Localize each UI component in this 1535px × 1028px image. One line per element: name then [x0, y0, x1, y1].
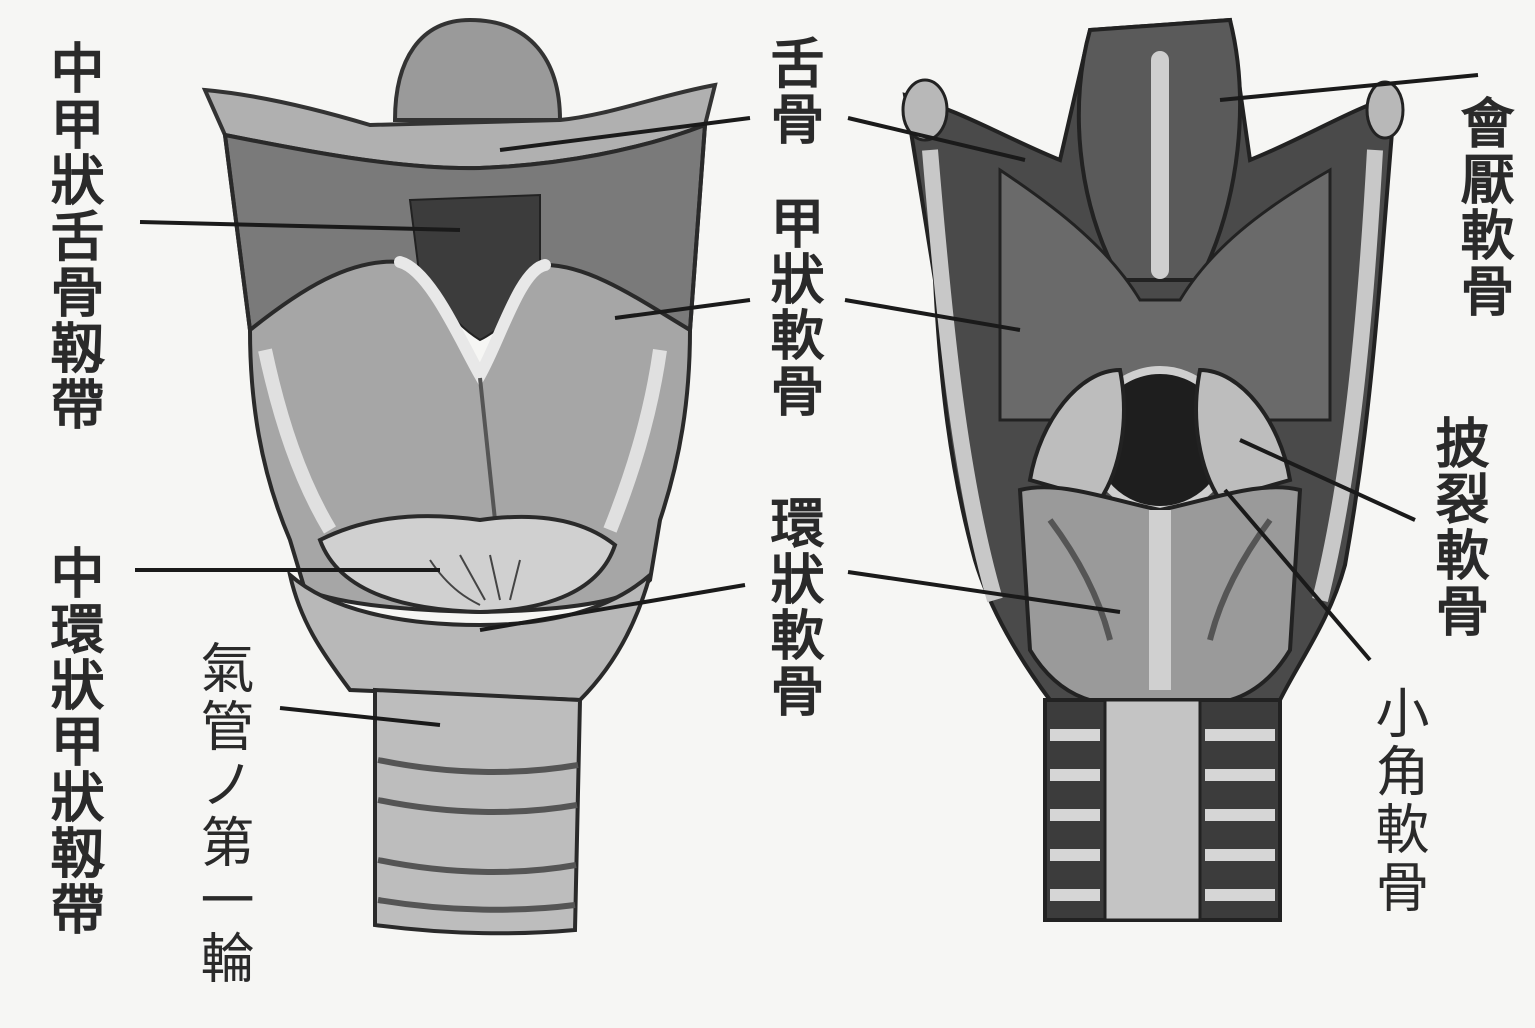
label-epiglottic-cartilage: 會厭軟骨: [1455, 95, 1509, 319]
label-cricoid-cartilage: 環狀軟骨: [765, 495, 819, 719]
label-slot-5: 甲狀軟骨: [765, 195, 845, 455]
posterior-larynx-view: [903, 20, 1403, 920]
label-first-tracheal-ring: 氣管ノ第一輪: [195, 640, 249, 988]
epiglottis-tip-front: [395, 20, 560, 120]
label-slot-4: 舌骨: [765, 35, 845, 175]
leader-epiglottis-back: [1220, 75, 1478, 100]
label-slot-1: 中甲狀舌骨靱帶: [45, 40, 125, 500]
label-thyroid-cartilage: 甲狀軟骨: [765, 195, 819, 419]
label-arytenoid-cartilage: 披裂軟骨: [1430, 415, 1484, 639]
label-median-cricothyroid-ligament: 中環狀甲狀靱帶: [45, 545, 99, 937]
label-slot-8: 披裂軟骨: [1430, 415, 1510, 680]
label-hyoid-bone: 舌骨: [765, 35, 819, 147]
label-slot-3: 氣管ノ第一輪: [195, 640, 275, 1025]
label-slot-9: 小角軟骨: [1370, 685, 1450, 950]
label-median-thyrohyoid-ligament: 中甲狀舌骨靱帶: [45, 40, 99, 432]
label-slot-2: 中環狀甲狀靱帶: [45, 545, 125, 1015]
label-slot-6: 環狀軟骨: [765, 495, 845, 755]
anterior-larynx-view: [205, 20, 715, 933]
label-slot-7: 會厭軟骨: [1455, 95, 1535, 360]
label-corniculate-cartilage: 小角軟骨: [1370, 685, 1424, 917]
